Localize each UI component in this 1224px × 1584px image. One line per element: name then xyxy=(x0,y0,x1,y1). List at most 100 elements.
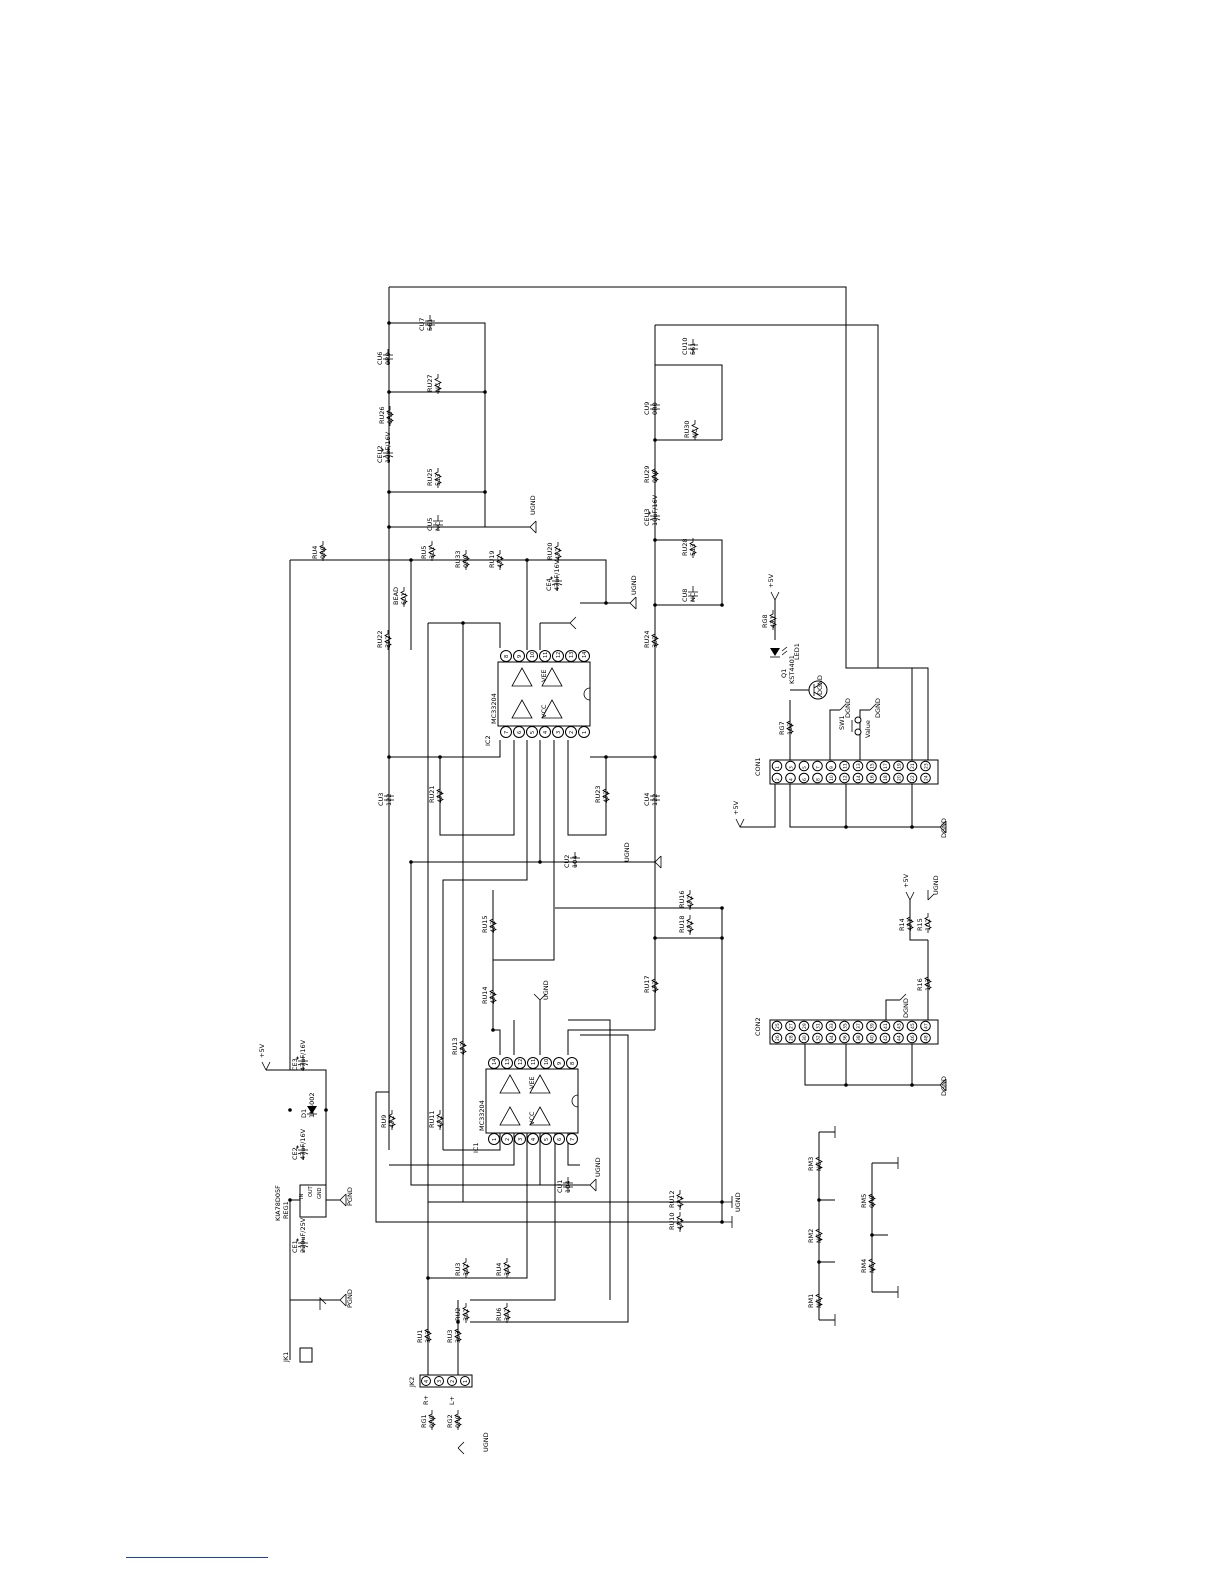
connector-pin: 22 xyxy=(910,775,916,781)
value-ru14: 472 xyxy=(489,992,497,1004)
value-rm2: NC xyxy=(815,1233,823,1243)
value-ru6: 392 xyxy=(503,1309,511,1321)
ref-ru10: RU10 xyxy=(668,1212,676,1230)
ic-pin: 7 xyxy=(570,1138,576,1141)
value-ru3: 392 xyxy=(462,1264,470,1276)
value-ce4: 47uF/16V xyxy=(553,559,561,591)
ref-cu9: CU9 xyxy=(643,402,651,415)
value-ru25: 513 xyxy=(434,474,442,486)
value-ru33: 0R0 xyxy=(462,555,470,568)
ref-cu3: CU3 xyxy=(377,793,385,806)
net-ugnd-5: UGND xyxy=(734,1192,742,1212)
ic-pin: 2 xyxy=(569,731,575,734)
ref-ce4: CE4 xyxy=(545,578,553,591)
value-rm5: 0R0 xyxy=(868,1195,876,1208)
value-ru12: 472 xyxy=(676,1196,684,1208)
connector-pin: 46 xyxy=(910,1035,916,1041)
ref-r16: R16 xyxy=(916,978,924,991)
value-ru18: 472 xyxy=(686,921,694,933)
value-r15: 102 xyxy=(924,919,932,931)
ref-rg1: RG1 xyxy=(420,1414,428,1428)
connector-pin: 33 xyxy=(829,1023,835,1029)
value-ru1: 393 xyxy=(424,1331,432,1343)
ref-ru13: RU13 xyxy=(451,1037,459,1055)
value-r14: 471 xyxy=(906,919,914,931)
ref-ru29: RU29 xyxy=(643,465,651,483)
net-dgnd-5: DGND xyxy=(874,698,882,718)
ref-ru3: RU3 xyxy=(454,1263,462,1276)
value-ru13: 472 xyxy=(459,1043,467,1055)
connector-pin: 23 xyxy=(924,763,930,769)
ic-pin: 14 xyxy=(492,1059,498,1065)
ic-pin: 6 xyxy=(557,1138,563,1141)
ref-ru1: RU1 xyxy=(416,1330,424,1343)
ref-ru9: RU9 xyxy=(380,1115,388,1128)
value-d1: 1N4002 xyxy=(308,1092,316,1118)
jk2-pin: 2 xyxy=(450,1380,456,1383)
value-r16: 103 xyxy=(924,979,932,991)
value-cu1: 104 xyxy=(564,1181,572,1193)
connector-pin: 2 xyxy=(775,778,781,781)
ref-cu8: CU8 xyxy=(681,589,689,602)
value-ceu3: 10uF/16V xyxy=(651,494,659,526)
connector-pin: 39 xyxy=(870,1023,876,1029)
ic-pin: 7 xyxy=(504,731,510,734)
net-dgnd-4: DGND xyxy=(844,698,852,718)
value-ru23: 472 xyxy=(602,791,610,803)
connector-pin: 20 xyxy=(897,775,903,781)
connector-pin: 47 xyxy=(924,1023,930,1029)
connector-ref: CON1 xyxy=(754,757,762,776)
ref-ru25: RU25 xyxy=(426,468,434,486)
jk2-label-r: R+ xyxy=(422,1395,430,1405)
net-dgnd-1: DGND xyxy=(940,818,948,838)
ref-cu5: CU5 xyxy=(426,518,434,531)
ic-pin: 11 xyxy=(531,1059,537,1065)
net-ugnd-1: UGND xyxy=(529,495,537,515)
ref-ru2: RU2 xyxy=(454,1308,462,1321)
value-ce1: 220uF/25V xyxy=(299,1217,307,1253)
value-ce3: 47uF/16V xyxy=(299,1039,307,1071)
value-rm4: NC xyxy=(868,1263,876,1273)
footer-rule xyxy=(126,1557,268,1558)
ref-d1: D1 xyxy=(300,1109,308,1118)
ref-ceu3: CEU3 xyxy=(643,508,651,526)
ref-ru18: RU18 xyxy=(678,915,686,933)
ic-vee: VEE xyxy=(528,1076,536,1089)
ref-ru21: RU21 xyxy=(428,785,436,803)
connector-pin: 7 xyxy=(816,766,822,769)
regulator-ref: REG1 xyxy=(282,1201,290,1219)
transistor-q1: Q1 KST4401 xyxy=(780,655,828,700)
value-ru30: NC xyxy=(691,428,699,438)
ic-pin: 4 xyxy=(531,1138,537,1141)
ref-cu2: CU2 xyxy=(563,855,571,868)
connector-pin: 44 xyxy=(897,1035,903,1041)
ic-pin: 10 xyxy=(530,652,536,658)
transistor-ref: Q1 xyxy=(780,669,788,678)
connector-pin: 40 xyxy=(870,1035,876,1041)
